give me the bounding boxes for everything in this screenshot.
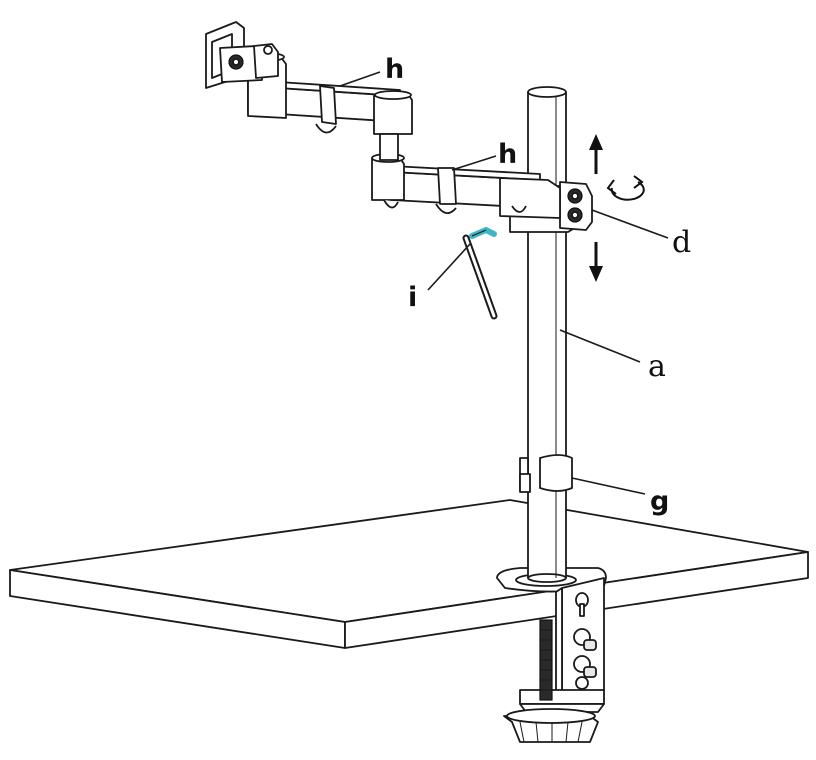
clamp-threaded-rod xyxy=(540,620,552,700)
label-h-upper-arm-band: h xyxy=(385,54,404,85)
rotate-icon xyxy=(608,176,644,200)
label-i-hex-key: i xyxy=(408,282,417,313)
pole xyxy=(528,87,566,582)
arrow-down-icon xyxy=(589,242,603,282)
label-a-pole: a xyxy=(648,349,666,384)
label-h-lower-arm-band: h xyxy=(498,139,517,170)
label-g-cable-clip: g xyxy=(650,486,669,517)
label-d-collar: d xyxy=(672,225,691,260)
arrow-up-icon xyxy=(589,134,603,174)
hex-key xyxy=(466,230,494,316)
clamp-knob xyxy=(504,709,598,742)
desk xyxy=(10,500,808,648)
cable-clip xyxy=(520,455,572,492)
